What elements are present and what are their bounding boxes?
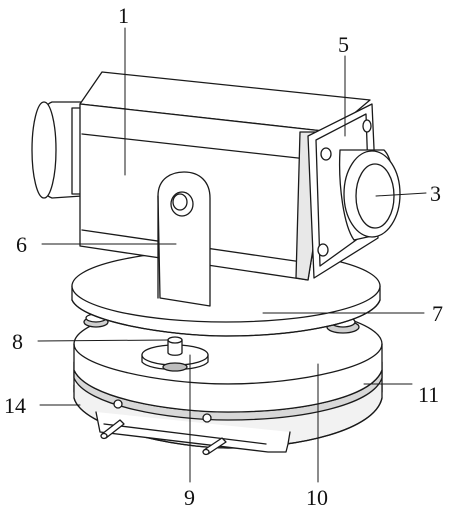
housing-side-crease bbox=[81, 133, 317, 161]
rear-cylinder-end bbox=[31, 101, 57, 199]
leader-lines bbox=[37, 27, 427, 483]
label-6: 6 bbox=[16, 232, 27, 257]
callout-labels: 1 3 5 6 7 8 9 10 11 14 bbox=[4, 3, 443, 510]
skirt-hole-left bbox=[113, 399, 123, 409]
adjust-knob bbox=[141, 336, 209, 372]
label-7: 7 bbox=[432, 301, 443, 326]
flange-hole-top-right bbox=[362, 119, 372, 133]
knob-cap bbox=[167, 336, 183, 344]
label-9: 9 bbox=[184, 485, 195, 510]
upper-disc bbox=[71, 249, 381, 337]
label-8: 8 bbox=[12, 329, 23, 354]
slide-rail-inner bbox=[103, 423, 267, 445]
leader-8 bbox=[37, 339, 169, 342]
flange-hole-top-left bbox=[320, 147, 332, 161]
lens-inner bbox=[355, 163, 395, 229]
label-14: 14 bbox=[4, 393, 26, 418]
rail-pin-right bbox=[202, 437, 227, 456]
label-3: 3 bbox=[430, 181, 441, 206]
flange-hole-bottom-left bbox=[317, 243, 329, 257]
leader-3 bbox=[375, 192, 427, 197]
label-11: 11 bbox=[418, 382, 439, 407]
upper-disc-lip bbox=[71, 299, 381, 337]
label-1: 1 bbox=[118, 3, 129, 28]
knob-stem bbox=[167, 339, 183, 356]
label-10: 10 bbox=[306, 485, 328, 510]
label-5: 5 bbox=[338, 32, 349, 57]
pivot-bolt-head bbox=[172, 193, 188, 211]
camera-housing bbox=[31, 71, 401, 281]
rail-pin-left bbox=[100, 419, 125, 440]
swivel-bracket bbox=[157, 171, 211, 307]
slide-rail bbox=[95, 411, 291, 453]
knob-collar bbox=[162, 362, 188, 372]
lower-disc-side bbox=[73, 343, 383, 413]
skirt-hole-right bbox=[202, 413, 212, 423]
